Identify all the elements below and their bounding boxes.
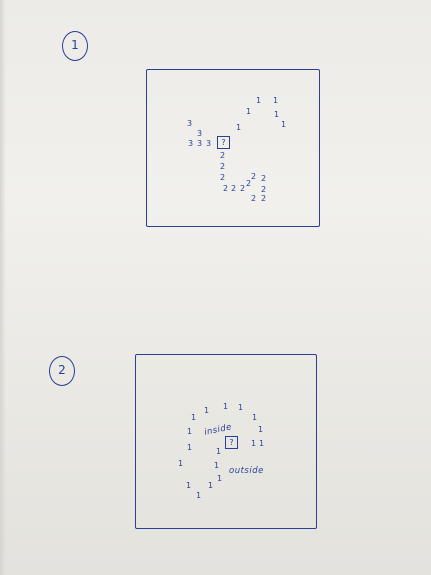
panel-2-digit: 1 [223, 402, 229, 411]
panel-1-digit: 2 [240, 184, 246, 193]
panel-1-digit: 2 [261, 194, 267, 203]
panel-1-digit: 2 [251, 194, 257, 203]
panel-1-digit: 2 [220, 162, 226, 171]
panel-2-digit: 1 [178, 459, 184, 468]
panel-2-digit: 1 [196, 491, 202, 500]
panel-2-digit: 1 [214, 461, 220, 470]
panel-2-digit: 1 [238, 403, 244, 412]
panel-1-digit: 2 [220, 151, 226, 160]
panel-1-digit: 3 [188, 139, 194, 148]
panel-2-digit: 1 [252, 413, 258, 422]
panel-1-query-box: ? [217, 136, 230, 149]
panel-1-number: 1 [71, 38, 79, 52]
panel-1-digit: 2 [231, 184, 237, 193]
panel-2-digit: 1 [251, 439, 257, 448]
panel-1-digit: 2 [246, 179, 252, 188]
panel-1-digit: 3 [206, 139, 212, 148]
panel-1-digit: 2 [251, 172, 257, 181]
panel-1-digit: 3 [197, 129, 203, 138]
panel-1-digit: 1 [256, 96, 262, 105]
panel-1-frame [146, 69, 320, 227]
panel-1-digit: 1 [236, 123, 242, 132]
panel-1-digit: 2 [261, 185, 267, 194]
panel-1-digit: 1 [246, 107, 252, 116]
panel-1-digit: 1 [273, 96, 279, 105]
panel-2-number-circle: 2 [49, 356, 75, 386]
paper-edge-shadow [0, 0, 6, 575]
panel-1-digit: 2 [261, 174, 267, 183]
panel-2-digit: 1 [258, 425, 264, 434]
panel-1-digit: 2 [220, 173, 226, 182]
panel-1-query-mark: ? [221, 138, 226, 147]
panel-2-query-box: ? [225, 436, 238, 449]
panel-2-number: 2 [58, 363, 66, 377]
panel-2-digit: 1 [187, 427, 193, 436]
panel-2-frame [135, 354, 317, 529]
panel-2-digit: 1 [204, 406, 210, 415]
panel-1-digit: 2 [223, 184, 229, 193]
panel-1-digit: 3 [197, 139, 203, 148]
panel-2-digit: 1 [259, 439, 265, 448]
panel-2-digit: 1 [208, 481, 214, 490]
panel-2-query-mark: ? [229, 438, 234, 447]
panel-2-digit: 1 [186, 481, 192, 490]
panel-2-digit: 1 [187, 443, 193, 452]
panel-1-digit: 3 [187, 119, 193, 128]
panel-1-digit: 1 [281, 120, 287, 129]
panel-2-digit: 1 [216, 447, 222, 456]
outside-label: outside [229, 466, 264, 476]
panel-2-digit: 1 [217, 474, 223, 483]
panel-1-number-circle: 1 [62, 31, 88, 61]
panel-2-digit: 1 [191, 413, 197, 422]
panel-1-digit: 1 [274, 110, 280, 119]
